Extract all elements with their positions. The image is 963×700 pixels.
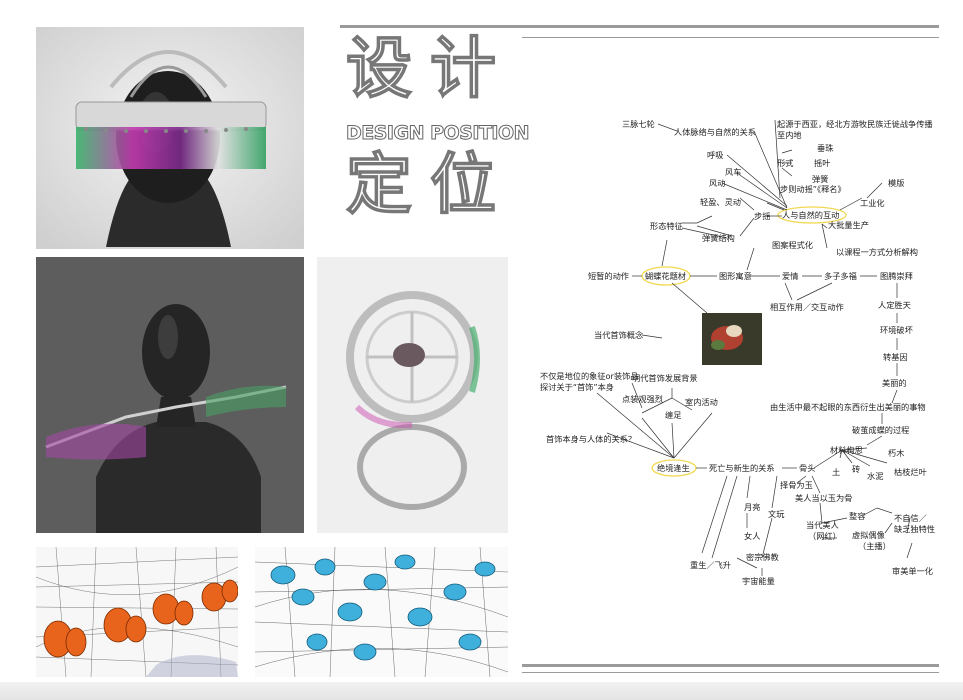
- mindmap-node: 绝境逢生: [657, 463, 690, 473]
- mindmap-node: 缺乏独特性: [894, 524, 935, 534]
- mindmap-node: 大批量生产: [828, 220, 869, 230]
- mindmap-node: 破茧成蝶的过程: [852, 425, 909, 435]
- mindmap-node: 审美单一化: [892, 566, 933, 576]
- mindmap-node: 材料构思: [830, 445, 863, 455]
- mindmap-node: 人体脉络与自然的关系: [674, 127, 756, 137]
- mindmap-node: 爱情: [782, 271, 798, 281]
- mindmap-node: 重生／飞升: [690, 560, 731, 570]
- mindmap-node: 水泥: [867, 471, 883, 481]
- mindmap-node: 摇叶: [814, 158, 830, 168]
- mindmap-node: 室内活动: [685, 397, 718, 407]
- title-english: DESIGN POSITION: [345, 122, 530, 145]
- mindmap-node: 弹簧: [812, 174, 828, 184]
- bottom-rule: [522, 664, 939, 667]
- butterfly-sketch-orange-photo: [36, 547, 238, 677]
- mindmap-node: 女人: [744, 531, 760, 541]
- title-design: 设计: [345, 30, 514, 107]
- mindmap-node: 步则动摇”《释名》: [780, 184, 846, 194]
- mindmap-node: 风动: [709, 178, 725, 188]
- mindmap-node: 不仅是地位的象征or装饰品: [540, 371, 638, 381]
- mindmap-node: 择骨为玉: [780, 480, 813, 490]
- connector-lines: [596, 119, 913, 576]
- mindmap-node: 缠足: [665, 410, 681, 420]
- bottom-shade: [0, 682, 963, 700]
- mindmap-node: 美丽的: [882, 378, 907, 388]
- mindmap-node: （主播）: [858, 541, 891, 551]
- mindmap-node: 图案程式化: [772, 240, 813, 250]
- mindmap-node: 图形寓意: [719, 271, 752, 281]
- mindmap-node: 朽木: [888, 448, 904, 458]
- mindmap-node: 多子多福: [824, 271, 857, 281]
- bust-render-photo: [36, 257, 304, 533]
- mindmap-node: 风车: [725, 167, 741, 177]
- mindmap-node: 虚拟偶像: [852, 530, 885, 540]
- mind-map-diagram: 三脉七轮 人体脉络与自然的关系 起源于西亚，经北方游牧民族迁徙战争传播 至内地 …: [540, 119, 935, 586]
- butterfly-sketch-blue-photo: [255, 547, 508, 677]
- bottom-rule-thin: [522, 672, 939, 673]
- mindmap-node: 文玩: [768, 509, 784, 519]
- headset-render-photo: [36, 27, 304, 249]
- mindmap-node: 形式: [777, 158, 793, 168]
- mindmap-node: 整容: [849, 511, 865, 521]
- mindmap-node: 轻盈、灵动: [700, 197, 741, 207]
- mindmap-node: 首饰本身与人体的关系？: [546, 434, 636, 444]
- mindmap-node: 至内地: [777, 130, 802, 140]
- mindmap-node: 垂珠: [817, 143, 834, 153]
- title-position: 定位: [345, 146, 514, 223]
- mindmap-node: 人与自然的互动: [782, 210, 839, 220]
- mindmap-node: 步摇: [754, 211, 770, 221]
- title-block: 设计 DESIGN POSITION 定位: [340, 30, 530, 226]
- mindmap-node: （网红）: [808, 531, 841, 541]
- ring-render-photo: [317, 257, 508, 533]
- mindmap-node: 蝴蝶花题材: [645, 271, 686, 281]
- top-rule: [340, 25, 939, 28]
- mindmap-node: 点装观强烈: [622, 394, 663, 404]
- mindmap-node: 短暂的动作: [588, 271, 629, 281]
- mindmap-node: 起源于西亚，经北方游牧民族迁徙战争传播: [777, 119, 933, 129]
- mindmap-node: 由生活中最不起眼的东西衍生出美丽的事物: [770, 402, 926, 412]
- mindmap-node: 不自信／: [894, 513, 927, 523]
- mindmap-node: 土: [832, 467, 840, 477]
- mindmap-node: 美人当以玉为骨: [795, 493, 852, 503]
- mindmap-node: 砖: [852, 464, 860, 474]
- mindmap-node: 密宗佛教: [746, 552, 779, 562]
- mindmap-node: 三脉七轮: [622, 119, 655, 129]
- mindmap-node: 工业化: [860, 198, 885, 208]
- mindmap-node: 以课程一方式分析解构: [836, 247, 918, 257]
- mindmap-node: 当代首饰概念: [594, 330, 643, 340]
- mindmap-top-rule: [522, 37, 939, 38]
- highlight-oval: [777, 206, 847, 224]
- mindmap-node: 宇宙能量: [742, 576, 775, 586]
- mindmap-node: 形态特征: [650, 221, 683, 231]
- mindmap-node: 探讨关于“首饰”本身: [540, 382, 614, 392]
- mindmap-node: 模版: [888, 178, 904, 188]
- mindmap-node: 死亡与新生的关系: [709, 463, 775, 473]
- mindmap-node: 明代首饰发展背景: [632, 373, 698, 383]
- mindmap-node: 人定胜天: [878, 300, 911, 310]
- mindmap-node: 图腾崇拜: [880, 271, 913, 281]
- mindmap-node: 环境破坏: [880, 325, 913, 335]
- mindmap-node: 月亮: [744, 502, 760, 512]
- mindmap-node: 枯枝烂叶: [894, 467, 927, 477]
- node-labels: 三脉七轮 人体脉络与自然的关系 起源于西亚，经北方游牧民族迁徙战争传播 至内地 …: [540, 119, 935, 586]
- mindmap-node: 转基因: [883, 352, 908, 362]
- mindmap-node: 弹簧结构: [702, 233, 735, 243]
- mindmap-node: 呼吸: [707, 150, 723, 160]
- mindmap-node: 当代美人: [806, 520, 839, 530]
- mindmap-node: 相互作用／交互动作: [770, 302, 844, 312]
- jewelry-thumbnail-image: [702, 313, 762, 365]
- mindmap-node: 骨头: [799, 463, 815, 473]
